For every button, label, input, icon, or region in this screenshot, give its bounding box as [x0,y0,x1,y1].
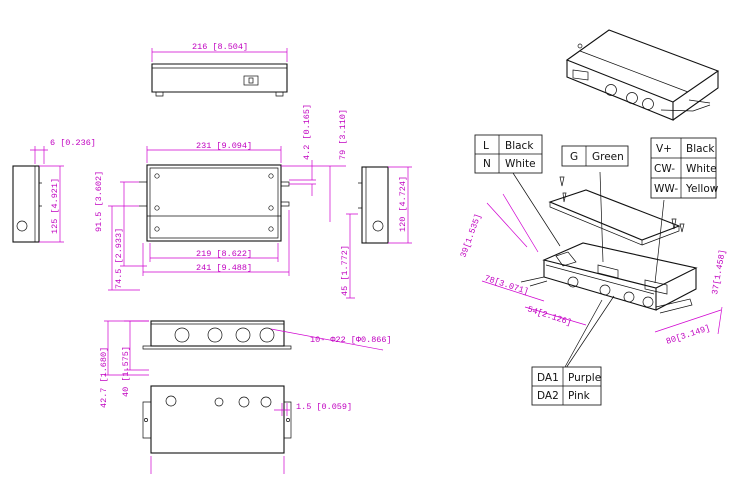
dimming-da1-color: Purple [568,372,601,384]
dim-right-79: 79 [3.110] [338,109,348,160]
dim-front-width: 231 [9.094] [196,141,252,151]
top-view: 216 [8.504] [151,42,288,97]
dim-h-42-7: 42.7 [1.680] [99,347,109,408]
dim-bottom-1-5: 1.5 [0.059] [296,402,352,412]
knockout-view: 10- Φ22 [Φ0.866] 42.7 [1.680] 40 [1.575] [99,320,392,408]
output-ww-code: WW- [654,183,678,195]
mains-n-code: N [483,158,491,170]
dim-right-4-2: 4.2 [0.165] [302,104,312,160]
isometric-closed [565,29,720,121]
dim-front-inner: 219 [8.622] [196,249,252,259]
dimming-da1-code: DA1 [537,372,559,384]
wiring-table-mains: L Black N White [474,134,543,174]
left-side-view: 6 [0.236] 125 [4.921] [12,138,96,243]
mains-l-color: Black [505,140,534,152]
dim-front-h1: 91.5 [3.602] [94,171,104,232]
wiring-table-ground: G Green [561,145,629,167]
front-view: 231 [9.094] 219 [8.622] 241 [9.488] 91.5… [94,104,348,291]
output-vplus-code: V+ [656,143,672,155]
dim-holes: 10- Φ22 [Φ0.866] [310,335,392,345]
dimming-da2-color: Pink [568,390,591,402]
dim-left-125: 125 [4.921] [50,178,60,234]
dim-top-width: 216 [8.504] [192,42,248,52]
output-cw-code: CW- [654,163,675,175]
output-ww-color: Yellow [685,183,719,195]
dim-iso-78: 78[3.071] [483,273,530,297]
wiring-table-output: V+ Black CW- White WW- Yellow [650,137,719,199]
mains-l-code: L [483,140,489,152]
right-side-view: 120 [4.724] 45 [1.772] [340,166,412,299]
dimming-da2-code: DA2 [537,390,559,402]
isometric-exploded: 39[1.535] 78[3.071] 54[2.126] 80[3.149] … [458,171,728,377]
ground-g-code: G [570,151,578,163]
dim-h-40: 40 [1.575] [121,346,131,397]
dim-left-6: 6 [0.236] [50,138,96,148]
output-cw-color: White [686,163,717,175]
mains-n-color: White [505,158,536,170]
dim-front-overall: 241 [9.488] [196,263,252,273]
dim-iso-39: 39[1.535] [458,212,483,259]
dim-side-45: 45 [1.772] [340,245,350,296]
dim-front-h2: 74.5 [2.933] [114,228,124,289]
dim-iso-37: 37[1.458] [710,249,728,296]
dim-side-120: 120 [4.724] [398,176,408,232]
output-vplus-color: Black [686,143,715,155]
ground-g-color: Green [592,151,624,163]
wiring-table-dimming: DA1 Purple DA2 Pink [531,366,602,406]
bottom-view: 1.5 [0.059] [142,385,352,474]
dim-iso-54: 54[2.126] [526,304,573,328]
